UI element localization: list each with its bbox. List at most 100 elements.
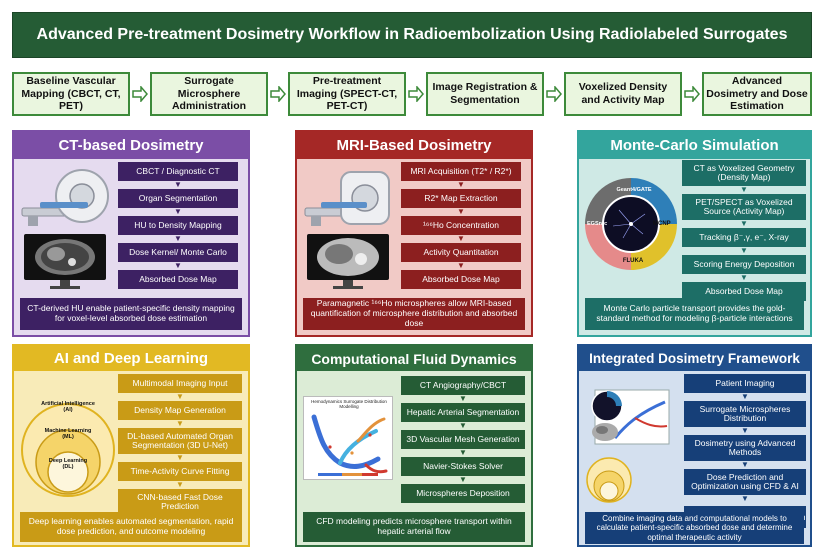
ml-circle-label: Machine Learning (ML) (44, 428, 92, 440)
panel-ai-title: AI and Deep Learning (14, 346, 248, 371)
chevron-down-icon: ▼ (741, 494, 749, 503)
idf-step: Surrogate Microspheres Distribution (684, 401, 806, 427)
workflow-step-pretreatment-imaging: Pre-treatment Imaging (SPECT-CT, PET-CT) (288, 72, 406, 116)
idf-step: Dose Prediction and Optimization using C… (684, 469, 806, 495)
chevron-down-icon: ▼ (174, 234, 182, 243)
panel-ct-dosimetry: CT-based Dosimetry CBCT / Diagnostic CT … (12, 130, 250, 337)
cfd-step: Microspheres Deposition (401, 484, 525, 503)
chevron-down-icon: ▼ (176, 453, 184, 462)
cfd-summary: CFD modeling predicts microsphere transp… (303, 512, 525, 542)
mc-step: Scoring Energy Deposition (682, 255, 806, 274)
arrow-right-icon (408, 86, 424, 102)
cfd-step: Hepatic Arterial Segmentation (401, 403, 525, 422)
mri-step: R2* Map Extraction (401, 189, 521, 208)
panel-idf-title: Integrated Dosimetry Framework (579, 346, 810, 371)
ct-step-chain: CBCT / Diagnostic CT ▼ Organ Segmentatio… (118, 162, 238, 292)
integrated-collage-illustration (586, 389, 670, 503)
mc-step-chain: CT as Voxelized Geometry (Density Map) ▼… (682, 160, 806, 301)
chevron-down-icon: ▼ (174, 180, 182, 189)
ai-step: Multimodal Imaging Input (118, 374, 242, 393)
chevron-down-icon: ▼ (741, 426, 749, 435)
mri-step: Absorbed Dose Map (401, 270, 521, 289)
chevron-down-icon: ▼ (459, 475, 467, 484)
workflow-step-surrogate-administration: Surrogate Microsphere Administration (150, 72, 268, 116)
chevron-down-icon: ▼ (740, 246, 748, 255)
mc-step: PET/SPECT as Voxelized Source (Activity … (682, 194, 806, 220)
ct-step: Dose Kernel/ Monte Carlo (118, 243, 238, 262)
chevron-down-icon: ▼ (740, 185, 748, 194)
mc-code-label: EGSnrc (587, 221, 608, 227)
panel-cfd-title: Computational Fluid Dynamics (297, 346, 531, 371)
panel-mc-title: Monte-Carlo Simulation (579, 132, 810, 159)
idf-step: Patient Imaging (684, 374, 806, 393)
workflow-step-voxelized-map: Voxelized Density and Activity Map (564, 72, 682, 116)
cfd-step: Navier-Stokes Solver (401, 457, 525, 476)
ct-step: Organ Segmentation (118, 189, 238, 208)
ai-step: CNN-based Fast Dose Prediction (118, 489, 242, 515)
panel-cfd: Computational Fluid Dynamics Hemodynamic… (295, 344, 533, 547)
workflow-step-baseline-mapping: Baseline Vascular Mapping (CBCT, CT, PET… (12, 72, 130, 116)
chevron-down-icon: ▼ (176, 480, 184, 489)
panel-monte-carlo: Monte-Carlo Simulation Geant4/GATE MCNP … (577, 130, 812, 337)
mri-summary: Paramagnetic ¹⁶⁶Ho microspheres allow MR… (303, 298, 525, 330)
chevron-down-icon: ▼ (459, 448, 467, 457)
page-title: Advanced Pre-treatment Dosimetry Workflo… (12, 12, 812, 58)
cfd-step: 3D Vascular Mesh Generation (401, 430, 525, 449)
panel-mri-dosimetry: MRI-Based Dosimetry MRI Acquisition (T2*… (295, 130, 533, 337)
mc-code-label: FLUKA (622, 258, 644, 264)
mc-step: Tracking β⁻,γ, e⁻, X-ray (682, 228, 806, 247)
chevron-down-icon: ▼ (741, 392, 749, 401)
ai-circle-label: Artificial Intelligence (AI) (41, 401, 95, 413)
mri-step: ¹⁶⁶Ho Concentration (401, 216, 521, 235)
cfd-figure: Hemodynamics Surrogate Distribution Mode… (303, 396, 393, 480)
mri-step-chain: MRI Acquisition (T2* / R2*) ▼ R2* Map Ex… (401, 162, 521, 292)
ai-summary: Deep learning enables automated segmenta… (20, 512, 242, 542)
mc-code-label: Geant4/GATE (616, 187, 652, 193)
ct-scanner-illustration (21, 169, 109, 226)
chevron-down-icon: ▼ (457, 180, 465, 189)
chevron-down-icon: ▼ (176, 392, 184, 401)
mc-code-labels: Geant4/GATE MCNP FLUKA EGSnrc (587, 186, 679, 266)
arrow-right-icon (684, 86, 700, 102)
chevron-down-icon: ▼ (174, 207, 182, 216)
chevron-down-icon: ▼ (740, 273, 748, 282)
mc-summary: Monte Carlo particle transport provides … (585, 298, 804, 330)
ai-step: Density Map Generation (118, 401, 242, 420)
panel-ct-title: CT-based Dosimetry (14, 132, 248, 159)
arrow-right-icon (132, 86, 148, 102)
ct-step: Absorbed Dose Map (118, 270, 238, 289)
ai-step: Time-Activity Curve Fitting (118, 462, 242, 481)
ct-monitor-illustration (24, 234, 106, 289)
idf-step-chain: Patient Imaging ▼ Surrogate Microspheres… (684, 374, 806, 508)
chevron-down-icon: ▼ (459, 394, 467, 403)
mri-monitor-illustration (307, 234, 389, 289)
arrow-right-icon (270, 86, 286, 102)
monte-carlo-codes-wheel (585, 178, 677, 270)
mc-step: CT as Voxelized Geometry (Density Map) (682, 160, 806, 186)
ct-summary: CT-derived HU enable patient-specific de… (20, 298, 242, 330)
chevron-down-icon: ▼ (176, 419, 184, 428)
panel-ai-deep-learning: AI and Deep Learning Artificial Intellig… (12, 344, 250, 547)
mri-step: Activity Quantitation (401, 243, 521, 262)
ai-nested-circles-diagram (21, 403, 115, 497)
ct-step: CBCT / Diagnostic CT (118, 162, 238, 181)
chevron-down-icon: ▼ (457, 207, 465, 216)
chevron-down-icon: ▼ (457, 234, 465, 243)
idf-summary: Combine imaging data and computational m… (585, 512, 804, 544)
mc-code-label: MCNP (653, 221, 671, 227)
panel-mri-title: MRI-Based Dosimetry (297, 132, 531, 159)
cfd-figure-title: Hemodynamics Surrogate Distribution Mode… (311, 399, 387, 409)
mc-step: Absorbed Dose Map (682, 282, 806, 301)
cfd-step: CT Angiography/CBCT (401, 376, 525, 395)
chevron-down-icon: ▼ (457, 261, 465, 270)
cfd-vessel-illustration (311, 414, 388, 476)
idf-step: Dosimetry using Advanced Methods (684, 435, 806, 461)
workflow-step-advanced-dosimetry: Advanced Dosimetry and Dose Estimation (702, 72, 812, 116)
chevron-down-icon: ▼ (741, 460, 749, 469)
ai-step: DL-based Automated Organ Segmentation (3… (118, 428, 242, 454)
chevron-down-icon: ▼ (459, 421, 467, 430)
ai-step-chain: Multimodal Imaging Input ▼ Density Map G… (118, 374, 242, 515)
ct-step: HU to Density Mapping (118, 216, 238, 235)
mri-scanner-illustration (304, 171, 390, 226)
arrow-right-icon (546, 86, 562, 102)
